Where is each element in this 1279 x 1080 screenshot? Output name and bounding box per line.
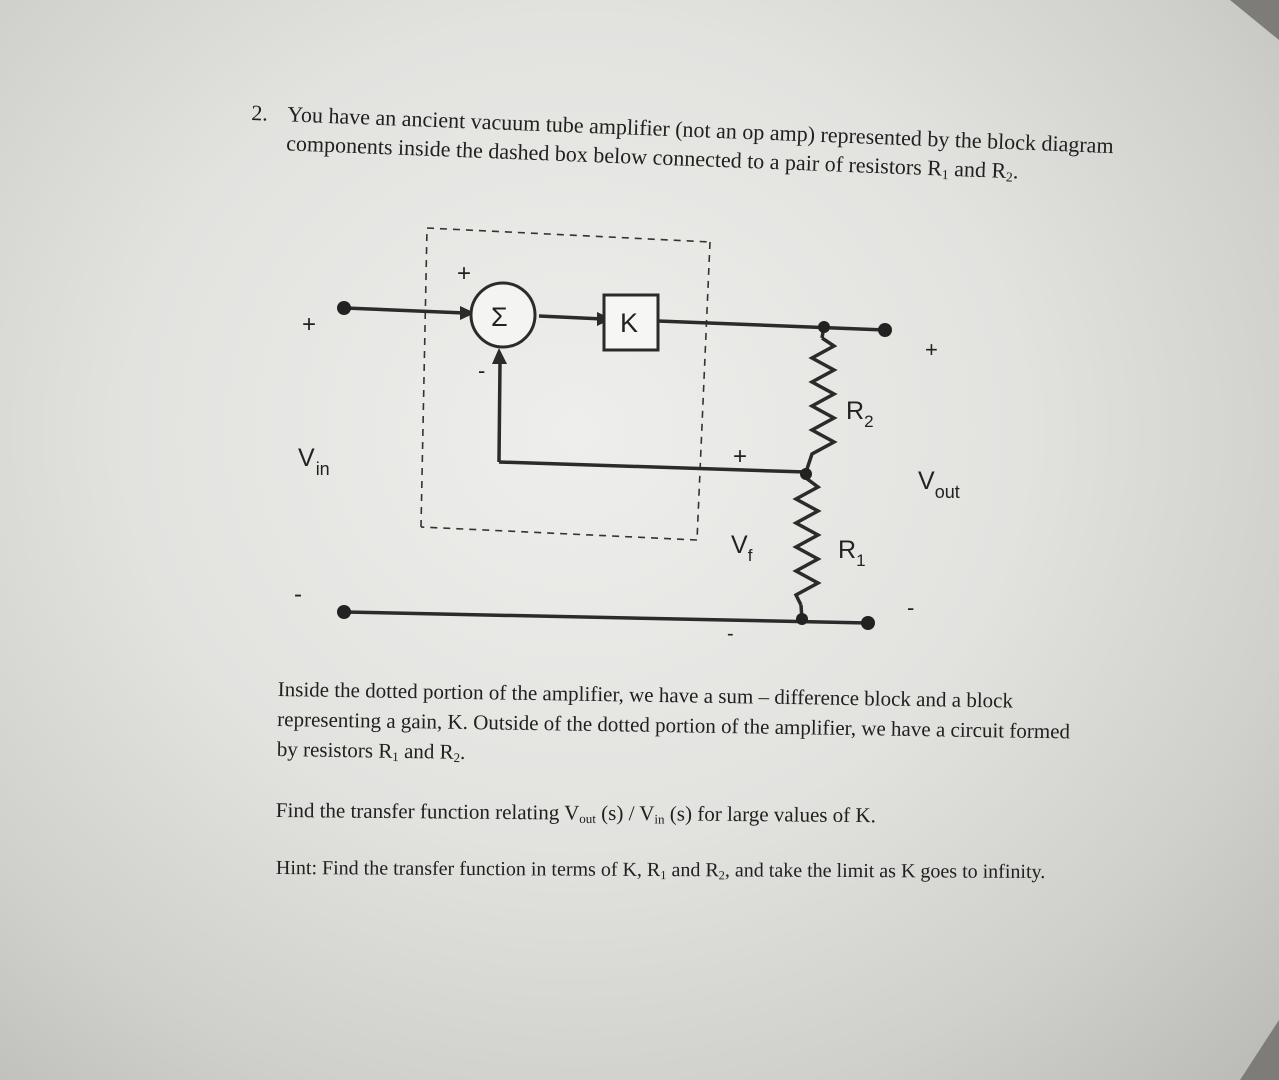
sigma-symbol: Σ: [491, 302, 508, 332]
vout-plus-terminal: [878, 323, 892, 337]
summing-junction: [469, 281, 537, 349]
junction-middle: [800, 468, 812, 480]
vf-plus-sign: +: [733, 443, 747, 470]
vin-label: Vin: [298, 444, 330, 479]
resistor-r1: [792, 476, 822, 606]
description-paragraph: Inside the dotted portion of the amplifi…: [276, 676, 1071, 766]
sum-plus-sign: +: [457, 260, 471, 287]
vin-minus-sign: -: [294, 581, 302, 608]
r2-label: R2: [846, 397, 874, 431]
find-instruction: Find the transfer function relating Vout…: [275, 797, 877, 828]
vf-minus-sign: -: [727, 623, 734, 645]
vin-plus-sign: +: [302, 311, 316, 338]
hint-paragraph: Hint: Find the transfer function in term…: [275, 856, 1046, 884]
sum-minus-sign: -: [478, 358, 485, 383]
terminals: [337, 301, 892, 630]
vin-minus-terminal: [337, 605, 351, 619]
vf-label: Vf: [731, 531, 753, 565]
resistor-r2: [804, 336, 838, 473]
gain-label: K: [620, 308, 638, 338]
junction-top: [818, 321, 830, 333]
vin-plus-terminal: [337, 301, 351, 315]
vout-label: Vout: [918, 467, 960, 502]
vout-plus-sign: +: [925, 337, 938, 362]
vout-minus-sign: -: [907, 595, 914, 620]
junction-bottom: [796, 613, 808, 625]
vout-minus-terminal: [861, 616, 875, 630]
gain-block: [602, 293, 660, 352]
dashed-box: [420, 227, 711, 541]
r1-label: R1: [838, 536, 866, 570]
